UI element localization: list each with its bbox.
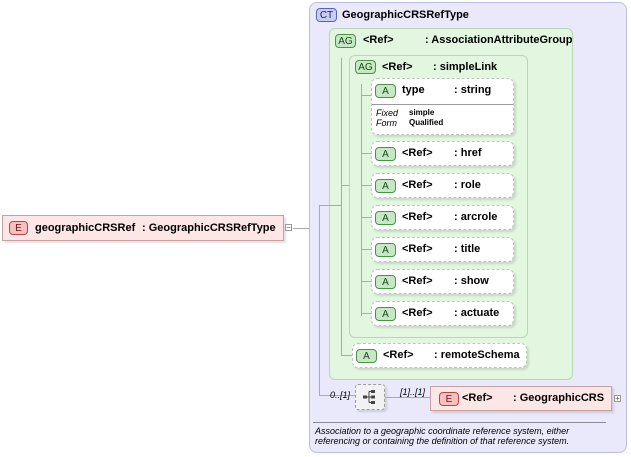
attribute-icon: A — [375, 147, 396, 161]
tree-line — [319, 395, 355, 396]
type-attribute-box[interactable]: A type : string Fixed simple Form Qualif… — [371, 78, 514, 135]
attribute-remote-schema[interactable]: A <Ref> : remoteSchema — [352, 343, 527, 368]
connector-line — [293, 228, 319, 229]
attribute-name: : href — [454, 147, 482, 159]
attribute-title[interactable]: A <Ref> : title — [371, 237, 514, 262]
attribute-show[interactable]: A <Ref> : show — [371, 269, 514, 294]
attribute-ref: <Ref> — [402, 243, 433, 255]
fixed-label: Fixed — [376, 108, 399, 118]
form-value: Qualified — [409, 118, 444, 127]
attribute-name: : remoteSchema — [434, 349, 520, 361]
fixed-value: simple — [409, 108, 435, 117]
attribute-ref: <Ref> — [402, 275, 433, 287]
attribute-arcrole[interactable]: A <Ref> : arcrole — [371, 205, 514, 230]
tree-line — [319, 205, 341, 206]
connector-line — [385, 397, 430, 398]
attribute-group-outer-ref: <Ref> — [363, 34, 394, 46]
attribute-name: : actuate — [454, 307, 500, 319]
attribute-group-icon: AG — [355, 60, 376, 74]
attribute-icon: A — [375, 179, 396, 193]
divider — [313, 422, 606, 423]
element-icon: E — [439, 392, 459, 406]
child-element-ref: <Ref> — [462, 392, 493, 404]
complex-type-icon: CT — [316, 8, 337, 22]
documentation-text: Association to a geographic coordinate r… — [315, 426, 570, 446]
tree-line — [361, 153, 371, 154]
attribute-icon: A — [375, 307, 396, 321]
sequence-occurs: 0..[1] — [330, 390, 351, 400]
tree-line — [361, 95, 371, 96]
attribute-icon: A — [375, 275, 396, 289]
attribute-group-inner-name: : simpleLink — [433, 61, 498, 73]
form-label: Form — [376, 118, 397, 128]
tree-line — [319, 205, 320, 395]
child-expand-toggle[interactable]: + — [614, 394, 621, 403]
type-attribute-type: : string — [454, 84, 492, 96]
attribute-icon: A — [375, 84, 396, 98]
attribute-group-icon: AG — [335, 34, 356, 48]
attribute-ref: <Ref> — [402, 179, 433, 191]
attribute-ref: <Ref> — [402, 211, 433, 223]
attribute-ref: <Ref> — [383, 349, 414, 361]
root-element-box[interactable]: E geographicCRSRef : GeographicCRSRefTyp… — [2, 215, 284, 241]
tree-line — [361, 185, 371, 186]
element-icon: E — [9, 221, 28, 235]
root-element-name: geographicCRSRef — [35, 222, 136, 234]
type-attribute-name: type — [402, 84, 425, 96]
tree-line — [341, 185, 349, 186]
child-element-box[interactable]: E <Ref> : GeographicCRS — [430, 386, 612, 411]
attribute-role[interactable]: A <Ref> : role — [371, 173, 514, 198]
attribute-ref: <Ref> — [402, 307, 433, 319]
tree-line — [341, 58, 342, 355]
attribute-icon: A — [375, 243, 396, 257]
attribute-group-inner-ref: <Ref> — [382, 61, 413, 73]
tree-line — [361, 84, 362, 316]
tree-line — [361, 217, 371, 218]
sequence-icon — [363, 390, 375, 404]
root-element-type: : GeographicCRSRefType — [142, 222, 276, 234]
tree-line — [361, 281, 371, 282]
attribute-group-outer-name: : AssociationAttributeGroup — [425, 34, 573, 46]
tree-line — [361, 313, 371, 314]
attribute-name: : show — [454, 275, 489, 287]
attribute-icon: A — [375, 211, 396, 225]
child-occurs: [1]..[1] — [400, 387, 426, 397]
attribute-href[interactable]: A <Ref> : href — [371, 141, 514, 166]
attribute-name: : title — [454, 243, 481, 255]
tree-line — [341, 355, 352, 356]
attribute-name: : role — [454, 179, 481, 191]
attribute-actuate[interactable]: A <Ref> : actuate — [371, 301, 514, 326]
divider — [372, 104, 513, 105]
tree-line — [361, 249, 371, 250]
sequence-compositor[interactable] — [355, 384, 385, 410]
child-element-name: : GeographicCRS — [513, 392, 605, 404]
attribute-icon: A — [356, 349, 377, 363]
attribute-name: : arcrole — [454, 211, 498, 223]
root-collapse-toggle[interactable]: − — [285, 223, 292, 232]
complex-type-name: GeographicCRSRefType — [342, 9, 469, 21]
attribute-ref: <Ref> — [402, 147, 433, 159]
